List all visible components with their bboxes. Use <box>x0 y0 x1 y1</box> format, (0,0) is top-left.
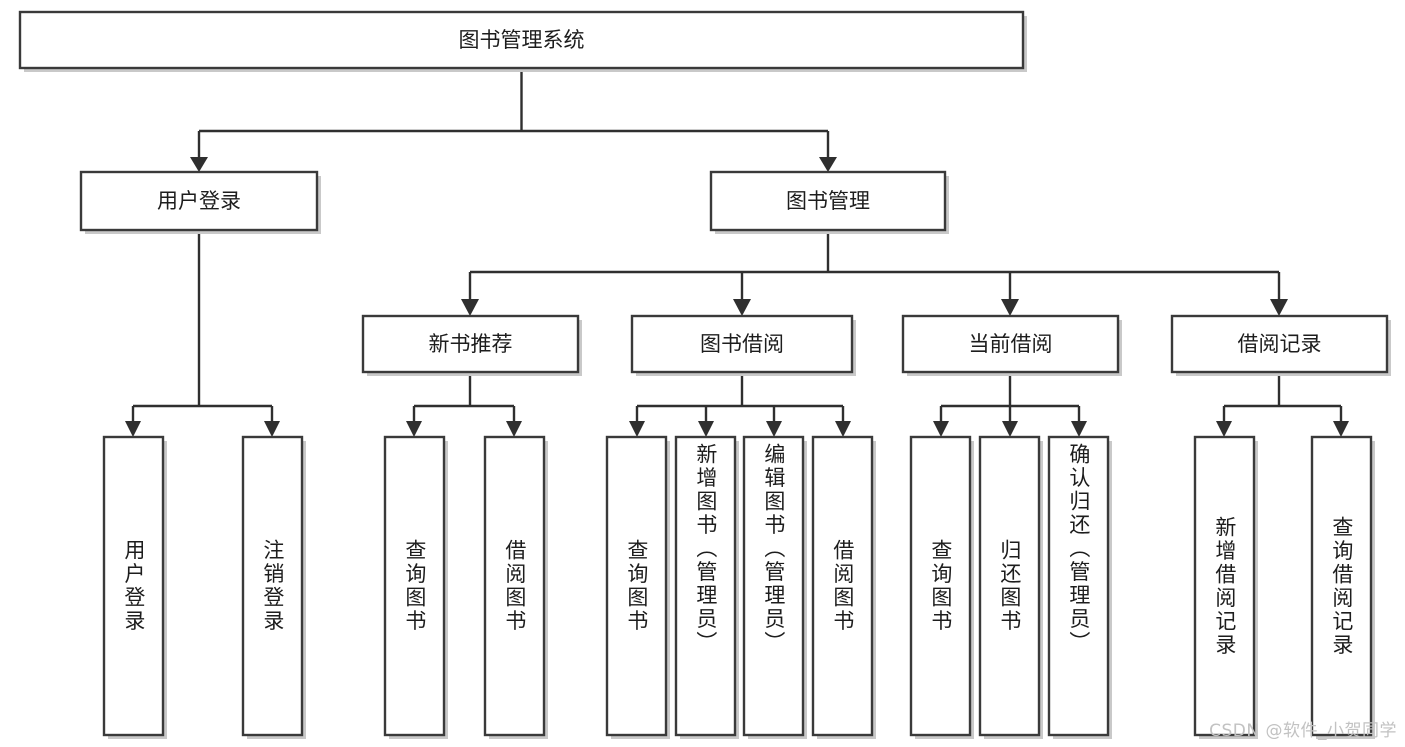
leaf-box-currentborrow-query[interactable] <box>909 435 972 737</box>
arrow-head-bookborrow-leaf-3 <box>766 421 782 437</box>
connectors-group <box>125 68 1349 437</box>
user-login-label: 用户登录 <box>157 189 241 213</box>
arrow-head-new-book <box>461 299 479 316</box>
node-root[interactable]: 图书管理系统 <box>18 10 1027 72</box>
node-borrow-record[interactable]: 借阅记录 <box>1170 314 1391 376</box>
borrow-record-box[interactable] <box>1170 314 1389 374</box>
book-management-box[interactable] <box>709 170 947 232</box>
leaf-node-borrowrecord-query[interactable] <box>1310 435 1375 739</box>
leaf-node-bookborrow-query[interactable] <box>605 435 670 739</box>
arrow-head-bookborrow-leaf-2 <box>698 421 714 437</box>
leaf-node-user-login-logout[interactable] <box>241 435 306 739</box>
new-book-recommend-box[interactable] <box>361 314 580 374</box>
leaf-box-bookborrow-borrow[interactable] <box>811 435 874 737</box>
new-book-recommend-label: 新书推荐 <box>429 332 513 356</box>
leaf-node-newbook-borrow[interactable] <box>483 435 548 739</box>
book-borrow-box[interactable] <box>630 314 854 374</box>
arrow-head-book-borrow <box>733 299 751 316</box>
leaf-node-newbook-query[interactable] <box>383 435 448 739</box>
node-book-borrow[interactable]: 图书借阅 <box>630 314 856 376</box>
arrow-head-currentborrow-leaf-3 <box>1071 421 1087 437</box>
leaf-node-bookborrow-add[interactable] <box>674 435 739 739</box>
leaf-node-bookborrow-edit[interactable] <box>742 435 807 739</box>
arrow-head-current-borrow <box>1001 299 1019 316</box>
arrow-head-currentborrow-leaf-2 <box>1002 421 1018 437</box>
root-box[interactable] <box>18 10 1025 70</box>
leaf-node-currentborrow-query[interactable] <box>909 435 974 739</box>
arrow-head-book-mgmt <box>819 157 837 172</box>
leaf-box-logout[interactable] <box>241 435 304 737</box>
csdn-watermark: CSDN @软件_小贺同学 <box>1209 721 1397 741</box>
arrow-head-currentborrow-leaf-1 <box>933 421 949 437</box>
leaf-box-bookborrow-add[interactable] <box>674 435 737 737</box>
arrow-head-borrow-record <box>1270 299 1288 316</box>
leaf-box-currentborrow-return[interactable] <box>978 435 1041 737</box>
leaf-node-currentborrow-return[interactable] <box>978 435 1043 739</box>
leaf-node-borrowrecord-add[interactable] <box>1193 435 1258 739</box>
book-borrow-label: 图书借阅 <box>700 332 784 356</box>
leaf-box-borrowrecord-add[interactable] <box>1193 435 1256 737</box>
arrow-head-bookborrow-leaf-1 <box>629 421 645 437</box>
node-new-book-recommend[interactable]: 新书推荐 <box>361 314 582 376</box>
arrow-head-user-login <box>190 157 208 172</box>
leaf-node-bookborrow-borrow[interactable] <box>811 435 876 739</box>
arrow-head-leaf-logout <box>264 421 280 437</box>
arrow-head-borrowrecord-leaf-2 <box>1333 421 1349 437</box>
arrow-head-newbook-leaf-1 <box>406 421 422 437</box>
book-management-label: 图书管理 <box>786 189 870 213</box>
leaf-box-bookborrow-edit[interactable] <box>742 435 805 737</box>
leaf-box-bookborrow-query[interactable] <box>605 435 668 737</box>
arrow-head-newbook-leaf-2 <box>506 421 522 437</box>
arrow-head-leaf-user-login <box>125 421 141 437</box>
leaf-box-user-login[interactable] <box>102 435 165 737</box>
leaf-box-newbook-borrow[interactable] <box>483 435 546 737</box>
root-label: 图书管理系统 <box>459 28 585 52</box>
user-login-box[interactable] <box>79 170 319 232</box>
leaf-box-currentborrow-confirm[interactable] <box>1047 435 1110 737</box>
node-current-borrow[interactable]: 当前借阅 <box>901 314 1122 376</box>
arrow-head-bookborrow-leaf-4 <box>835 421 851 437</box>
arrow-head-borrowrecord-leaf-1 <box>1216 421 1232 437</box>
leaf-node-user-login-login[interactable] <box>102 435 167 739</box>
node-user-login[interactable]: 用户登录 <box>79 170 321 234</box>
leaf-box-newbook-query[interactable] <box>383 435 446 737</box>
leaf-box-borrowrecord-query[interactable] <box>1310 435 1373 737</box>
leaf-node-currentborrow-confirm[interactable] <box>1047 435 1112 739</box>
borrow-record-label: 借阅记录 <box>1238 332 1322 356</box>
node-book-management[interactable]: 图书管理 <box>709 170 949 234</box>
current-borrow-label: 当前借阅 <box>969 332 1053 356</box>
current-borrow-box[interactable] <box>901 314 1120 374</box>
